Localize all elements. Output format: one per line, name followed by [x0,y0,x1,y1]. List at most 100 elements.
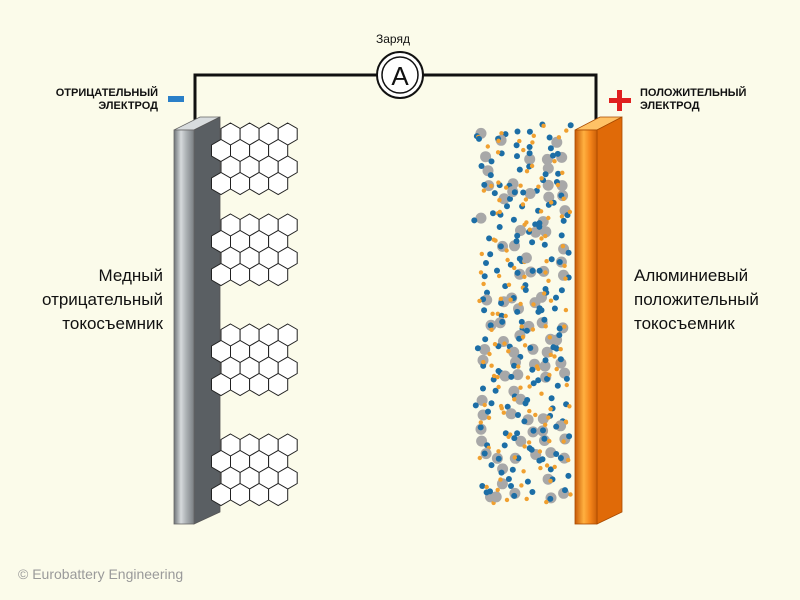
oxygen-atom [555,182,561,188]
lithium-ion [480,385,486,392]
oxygen-atom [533,412,538,418]
cathode-grain [542,162,554,174]
lithium-ion [508,373,515,380]
oxygen-atom [478,420,483,425]
oxygen-atom [484,484,489,490]
cathode-grain [524,188,536,199]
oxygen-atom [518,183,523,188]
lithium-ion [510,216,517,223]
oxygen-atom [518,301,523,307]
oxygen-atom [495,374,500,380]
oxygen-atom [564,128,569,133]
lithium-ion [488,158,495,165]
oxygen-atom [527,408,532,414]
positive-collector-bar [574,116,623,525]
lithium-ion [487,322,494,329]
oxygen-atom [522,444,527,449]
cathode-grain [480,151,492,163]
lithium-ion [536,267,543,274]
graphite-hexagon [211,372,231,397]
cathode-grain [512,369,524,381]
lithium-ion [474,345,481,352]
cathode-grain [508,346,520,358]
lithium-ion [476,135,482,142]
oxygen-atom [539,391,544,396]
graphite-cluster [211,213,298,287]
graphite-hexagon [211,482,231,507]
positive-electrode-label: ПОЛОЖИТЕЛЬНЫЙ ЭЛЕКТРОД [640,87,746,113]
lithium-ion [483,260,489,266]
lithium-ion [562,487,568,494]
lithium-ion [542,171,549,178]
oxygen-atom [485,144,490,149]
oxygen-atom [518,385,523,390]
lithium-ion [492,387,499,394]
lithium-ion [548,256,555,263]
oxygen-atom [547,438,552,444]
lithium-ion [499,318,506,325]
lithium-ion [472,402,479,409]
oxygen-atom [512,455,517,460]
oxygen-atom [559,214,565,219]
lithium-ion [547,145,554,152]
oxygen-atom [497,198,502,203]
oxygen-atom [527,384,532,389]
positive-collector-label-line1: Алюминиевый [634,266,749,285]
oxygen-atom [527,227,532,232]
oxygen-atom [568,492,573,497]
lithium-ion [567,122,574,129]
oxygen-atom [496,384,501,390]
oxygen-atom [517,138,522,144]
lithium-ion [502,131,509,138]
lithium-ion [553,423,560,430]
lithium-ion [546,134,553,141]
cathode-grain [537,413,549,425]
lithium-ion [501,442,508,449]
lithium-ion [551,305,558,312]
oxygen-atom [499,406,504,411]
oxygen-atom [487,351,492,357]
oxygen-atom [495,150,501,155]
lithium-ion [563,375,570,382]
lithium-ion [507,195,513,202]
oxygen-atom [543,324,548,329]
oxygen-atom [548,406,553,412]
oxygen-atom [523,197,529,202]
oxygen-atom [537,449,543,454]
cathode-grain [498,193,510,205]
lithium-ion [524,478,531,485]
lithium-ion [514,269,521,276]
lithium-ion [509,466,516,473]
oxygen-atom [490,311,495,316]
lithium-ion [508,483,514,489]
lithium-ion [488,400,495,407]
lithium-ion [477,424,484,431]
oxygen-atom [489,183,494,189]
oxygen-atom [524,496,529,502]
graphite-cluster [211,433,298,507]
oxygen-atom [477,298,482,304]
oxygen-atom [538,465,543,471]
oxygen-atom [496,138,501,143]
lithium-ion [529,267,536,274]
oxygen-atom [496,273,502,279]
lithium-ion [482,336,489,343]
oxygen-atom [530,327,536,332]
cathode-grain [490,491,502,503]
graphite-hexagon [230,171,251,196]
copyright: © Eurobattery Engineering [18,566,184,582]
oxygen-atom [497,209,502,215]
graphite-hexagon [268,262,289,287]
oxygen-atom [496,180,501,185]
positive-collector-label: Алюминиевый положительный токосъемник [634,264,759,336]
lithium-ion [556,332,563,339]
negative-electrode-label-line1: ОТРИЦАТЕЛЬНЫЙ [55,87,158,99]
lithium-ion [488,462,495,469]
graphite-layers [211,122,298,507]
lithium-ion [536,223,543,230]
oxygen-atom [531,133,536,138]
negative-collector-label-line3: токосъемник [62,314,163,333]
lithium-ion [516,335,523,342]
lithium-ion [511,362,518,369]
